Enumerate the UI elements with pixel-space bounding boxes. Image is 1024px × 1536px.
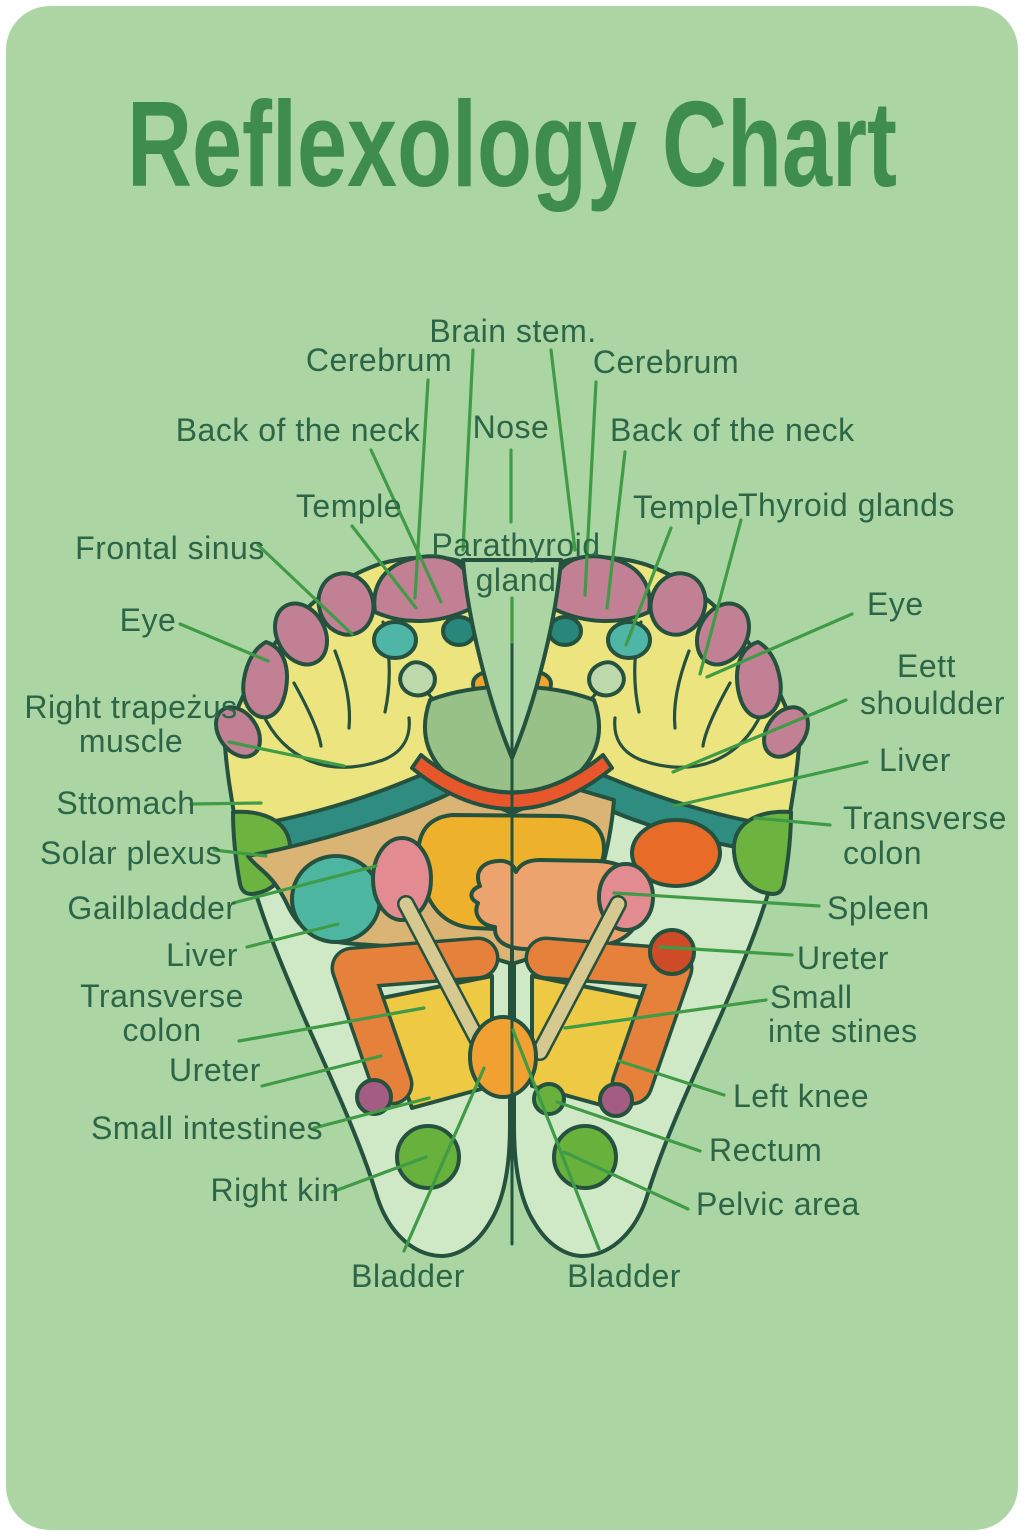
leader-temple-left <box>350 524 418 610</box>
label-liver-left: Liver <box>166 937 238 973</box>
leader-back-neck-right <box>605 450 627 610</box>
label-solar-plexus: Solar plexus <box>40 835 222 871</box>
label-small-int-right-1: Small <box>770 979 853 1015</box>
label-right-kin: Right kin <box>211 1172 340 1208</box>
leader-right-kin <box>330 1155 428 1194</box>
label-left-knee: Left knee <box>733 1078 869 1114</box>
label-temple-left: Temple <box>296 488 402 524</box>
leader-liver-left <box>245 922 340 949</box>
label-parathyroid-2: gland <box>476 562 557 598</box>
right-rectum-spot <box>598 1082 634 1118</box>
label-left-shoulder-2: shouldder <box>860 685 1005 721</box>
label-small-int-left: Small intestines <box>91 1110 323 1146</box>
leader-liver-right <box>672 760 869 808</box>
leader-brain-stem-left <box>461 348 475 552</box>
feet-illustration <box>204 554 820 1258</box>
leader-temple-right <box>624 526 673 647</box>
label-thyroid: Thyroid glands <box>738 487 955 523</box>
label-frontal-sinus: Frontal sinus <box>75 530 265 566</box>
label-nose: Nose <box>473 409 550 445</box>
label-eye-right: Eye <box>867 586 924 622</box>
leader-left-knee <box>617 1059 726 1097</box>
label-gailbladder: Gailbladder <box>67 890 236 926</box>
label-transverse-left-2: colon <box>123 1012 202 1048</box>
label-spleen: Spleen <box>827 890 930 926</box>
leader-bladder-right <box>511 1028 601 1251</box>
label-pelvic-area: Pelvic area <box>696 1186 860 1222</box>
label-rectum: Rectum <box>709 1132 822 1168</box>
bladder-zone <box>468 1015 538 1099</box>
leader-transverse-left <box>237 1006 426 1043</box>
label-trapezius-1: Right trapeżus <box>24 689 237 725</box>
label-cerebrum-left: Cerebrum <box>306 342 452 378</box>
liver-zone <box>630 818 722 888</box>
label-liver-right: Liver <box>879 742 951 778</box>
leader-eye-left <box>178 622 270 663</box>
label-cerebrum-right: Cerebrum <box>593 344 739 380</box>
label-bladder-right: Bladder <box>567 1258 681 1294</box>
leader-left-shoulder <box>671 698 848 774</box>
left-kidney-spot <box>371 836 433 922</box>
leader-transverse-right <box>753 816 832 827</box>
label-brain-stem: Brain stem. <box>429 313 596 349</box>
leader-bladder-left <box>402 1066 486 1253</box>
ureter-knob <box>648 928 696 976</box>
leader-brain-stem-right <box>549 348 577 552</box>
label-trapezius-2: muscle <box>79 723 183 759</box>
poster-title: Reflexology Chart <box>127 76 897 212</box>
label-eye-left: Eye <box>120 602 177 638</box>
leader-back-neck-left <box>369 448 443 604</box>
leader-cerebrum-right <box>583 380 598 597</box>
label-small-int-right-2: inte stines <box>768 1013 918 1049</box>
leader-frontal-sinus <box>256 543 354 636</box>
label-temple-right: Temple <box>633 489 739 525</box>
leader-spleen <box>612 891 821 908</box>
label-transverse-right-2: colon <box>843 835 922 871</box>
leader-lines <box>178 348 869 1253</box>
label-transverse-left-1: Transverse <box>80 978 244 1014</box>
leader-eye-right <box>705 612 854 679</box>
leader-rectum <box>555 1100 702 1153</box>
label-sttomach: Sttomach <box>56 785 195 821</box>
labels: Brain stem. Cerebrum Cerebrum Back of th… <box>24 313 1007 1294</box>
label-ureter-right: Ureter <box>797 940 889 976</box>
leader-small-int-left <box>312 1096 431 1130</box>
leader-thyroid <box>698 518 743 676</box>
label-parathyroid-1: Parathyroid <box>431 527 600 563</box>
leader-gailbladder <box>231 864 378 905</box>
leader-ureter-left <box>260 1054 383 1088</box>
label-transverse-right-1: Transverse <box>843 800 1007 836</box>
leader-trapezius <box>227 740 346 768</box>
leader-solar-plexus <box>212 848 268 858</box>
leader-small-int-right <box>563 998 768 1030</box>
crescent-band <box>410 753 614 811</box>
label-left-shoulder-1: Eett <box>897 648 956 684</box>
left-pelvic-circle <box>395 1124 461 1190</box>
label-back-neck-left: Back of the neck <box>176 412 421 448</box>
label-ureter-left: Ureter <box>169 1052 261 1088</box>
leader-sttomach <box>189 801 263 806</box>
label-bladder-left: Bladder <box>351 1258 465 1294</box>
leader-pelvic-area <box>562 1150 690 1211</box>
leader-cerebrum-left <box>413 378 430 600</box>
leader-ureter-right <box>658 945 794 957</box>
label-back-neck-right: Back of the neck <box>610 412 855 448</box>
